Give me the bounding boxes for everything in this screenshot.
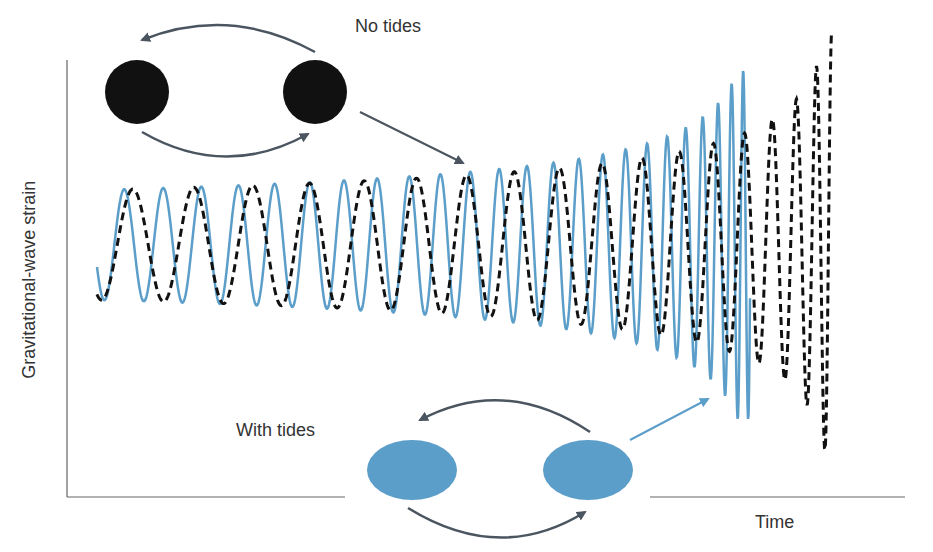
- orbit-arrow: [420, 400, 590, 432]
- ground-patch: [345, 385, 650, 552]
- orbit-arrow: [408, 508, 585, 538]
- tidal-star: [367, 440, 457, 500]
- axis-label: Time: [755, 512, 794, 534]
- orbit-arrow: [142, 25, 315, 52]
- pointer-arrow: [630, 399, 708, 440]
- orbit-arrow: [142, 132, 308, 157]
- black-star: [105, 60, 169, 124]
- axis-label: Gravitational-wave strain: [19, 181, 41, 379]
- pointer-arrow: [360, 112, 463, 163]
- tidal-waveform: [97, 71, 750, 419]
- y-axis: [66, 60, 67, 497]
- caption-label: No tides: [355, 16, 421, 38]
- black-star: [283, 60, 347, 124]
- tidal-star: [543, 440, 633, 500]
- caption-label: With tides: [236, 420, 315, 442]
